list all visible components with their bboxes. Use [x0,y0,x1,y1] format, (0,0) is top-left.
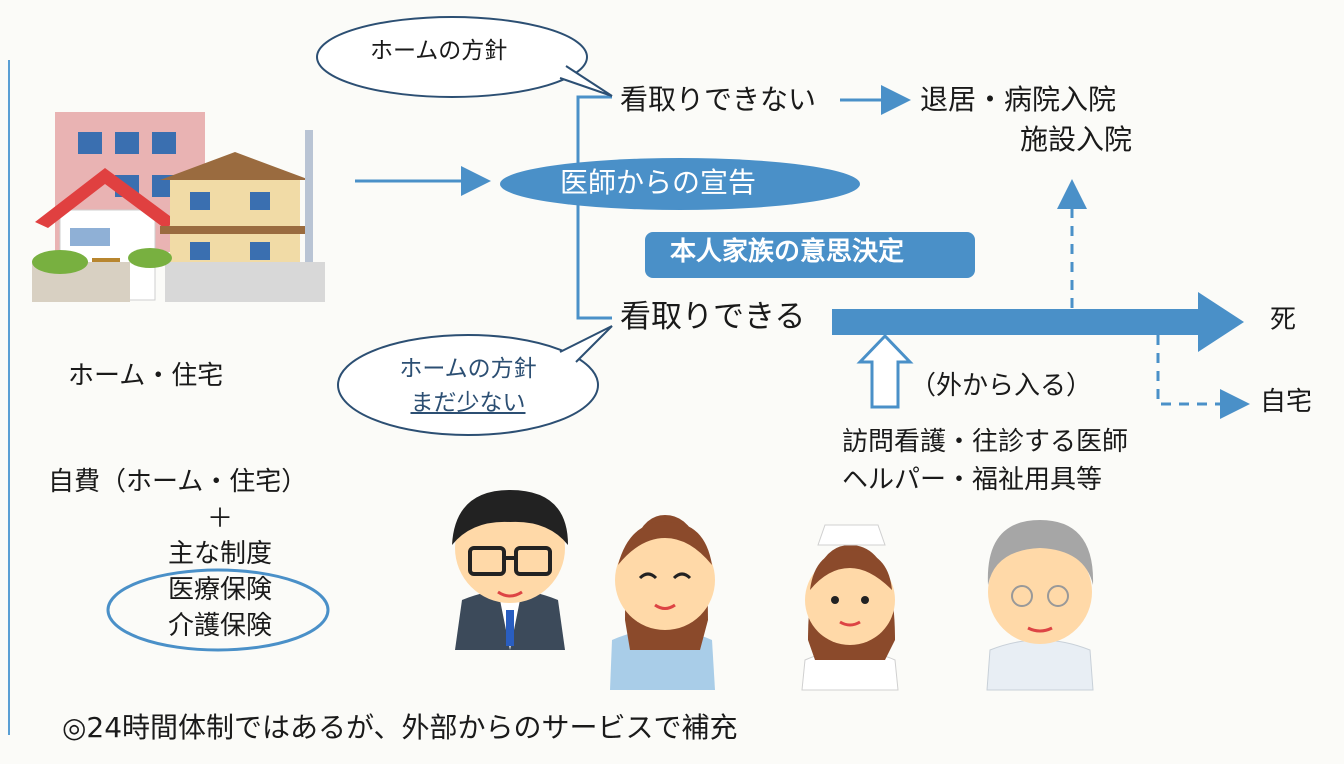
declaration-pill [500,158,860,210]
main-arrow-head [1198,292,1244,352]
discharge-line1: 退居・病院入院 [920,83,1117,116]
insurance-oval [106,568,330,652]
dashed-arrow-home [1156,335,1250,419]
costs-plus: ＋ [206,504,233,534]
home-end-label: 自宅 [1260,387,1313,417]
can-care-label: 看取りできる [620,299,806,335]
decision-label: 本人家族の意思決定 [670,237,905,267]
main-arrow-shaft [832,309,1204,335]
declaration-label: 医師からの宣告 [560,166,757,199]
costs-line3: 医療保険 [167,575,272,605]
branch-bracket [576,95,612,320]
decision-box [645,232,975,278]
caregiver-icon [610,515,715,690]
bubble-bottom-line2: まだ少ない [410,390,526,416]
costs-line2: 主な制度 [167,539,272,569]
outside-label: （外から入る） [910,371,1093,401]
death-label: 死 [1270,305,1297,335]
bubble-bottom [337,325,613,436]
bubble-top [316,16,613,98]
elderly-man-icon [986,520,1094,691]
home-label: ホーム・住宅 [68,361,224,391]
discharge-line2: 施設入院 [1020,123,1133,156]
doctor-icon [452,490,568,650]
bubble-bottom-line1: ホームの方針 [399,356,537,382]
costs-line4: 介護保険 [167,611,272,641]
services-line1: 訪問看護・往診する医師 [842,427,1129,457]
footer-note: ◎24時間体制ではあるが、外部からのサービスで補充 [62,711,738,744]
bubble-top-text: ホームの方針 [370,38,508,64]
services-line2: ヘルパー・福祉用具等 [842,465,1103,495]
costs-line1: 自費（ホーム・住宅） [48,467,308,497]
nurse-icon [801,524,899,691]
cannot-care-label: 看取りできない [620,83,817,116]
outside-services-arrow [856,333,914,409]
house-icon [32,112,325,302]
